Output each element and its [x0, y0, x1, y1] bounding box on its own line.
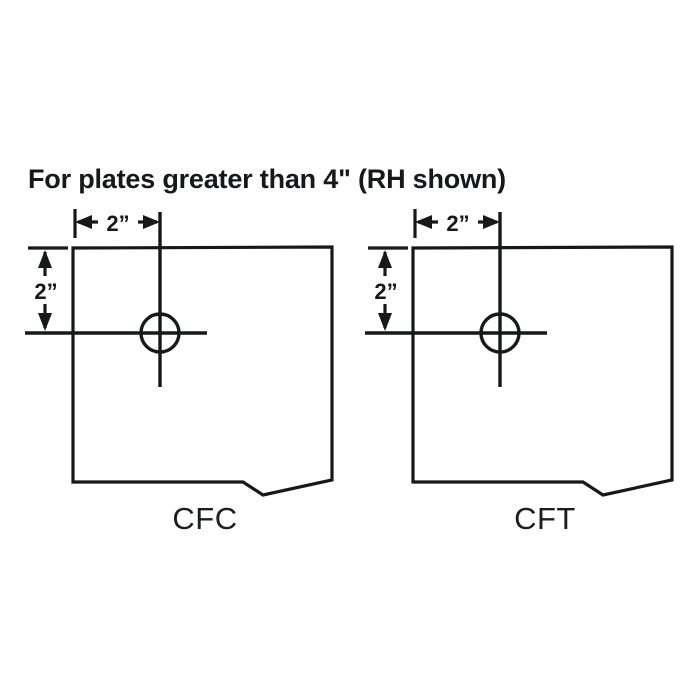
dim-arrow-left-cfc	[75, 215, 92, 229]
part-label-cfc: CFC	[172, 501, 237, 536]
diagram-cfc: 2” 2” CFC	[25, 208, 334, 536]
dim-text-backdrop-h-cft	[438, 208, 478, 236]
dim-arrow-up-cfc	[38, 250, 52, 268]
dim-arrow-down-cfc	[38, 313, 52, 331]
dim-arrow-left-cft	[415, 215, 432, 229]
dim-arrow-up-cft	[378, 250, 392, 268]
dim-text-backdrop-v-cft	[366, 276, 406, 304]
dim-arrow-right-cft	[483, 215, 500, 229]
bolt-hole-cfc	[139, 312, 181, 354]
title-note: For plates greater than 4" (RH shown)	[28, 164, 506, 194]
dim-text-backdrop-v-cfc	[26, 276, 66, 304]
dim-text-backdrop-h-cfc	[98, 208, 138, 236]
bolt-hole-cft	[479, 312, 521, 354]
part-label-cft: CFT	[514, 501, 576, 536]
plate-outline-cfc	[71, 245, 334, 497]
dim-label-horizontal-cft: 2”	[446, 211, 469, 236]
dim-label-vertical-cft: 2”	[374, 279, 397, 304]
diagram-cft: 2” 2” CFT	[365, 208, 674, 536]
plate-outline-cft	[411, 245, 674, 497]
dim-label-vertical-cfc: 2”	[34, 279, 57, 304]
dim-arrow-right-cfc	[143, 215, 160, 229]
dim-arrow-down-cft	[378, 313, 392, 331]
dim-label-horizontal-cfc: 2”	[106, 211, 129, 236]
